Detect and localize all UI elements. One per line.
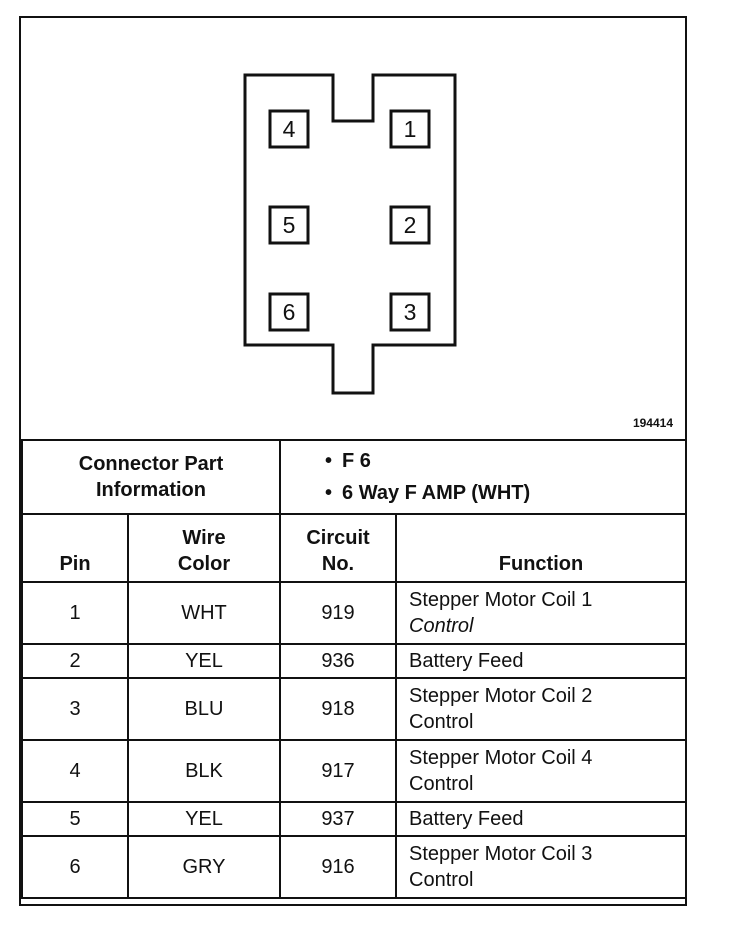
header-circuit: Circuit No. bbox=[279, 513, 397, 583]
cell-wire-color: BLU bbox=[127, 677, 281, 741]
pin-label-4: 4 bbox=[282, 116, 296, 142]
cell-circuit: 918 bbox=[279, 677, 397, 741]
table-row: 1 WHT 919 Stepper Motor Coil 1 Control bbox=[21, 581, 688, 645]
table-row: 6 GRY 916 Stepper Motor Coil 3 Control bbox=[21, 835, 688, 899]
cell-circuit: 919 bbox=[279, 581, 397, 645]
connector-outline-icon bbox=[243, 73, 457, 395]
pin-label-2: 2 bbox=[403, 212, 417, 238]
cell-function: Stepper Motor Coil 2 Control bbox=[394, 677, 688, 741]
cell-function: Stepper Motor Coil 4 Control bbox=[394, 739, 688, 803]
pin-box-4 bbox=[268, 109, 310, 149]
connector-info-label: Connector Part Information bbox=[21, 439, 281, 515]
cell-wire-color: WHT bbox=[127, 581, 281, 645]
cell-function: Stepper Motor Coil 3 Control bbox=[394, 835, 688, 899]
cell-wire-color: YEL bbox=[127, 643, 281, 679]
table-row: 5 YEL 937 Battery Feed bbox=[21, 801, 688, 837]
header-wire-color: Wire Color bbox=[127, 513, 281, 583]
cell-pin: 4 bbox=[21, 739, 129, 803]
table-header-row: Pin Wire Color Circuit No. Function bbox=[21, 513, 688, 583]
cell-circuit: 917 bbox=[279, 739, 397, 803]
cell-pin: 2 bbox=[21, 643, 129, 679]
pin-box-6 bbox=[268, 292, 310, 332]
header-pin: Pin bbox=[21, 513, 129, 583]
pin-label-5: 5 bbox=[282, 212, 296, 238]
pin-label-6: 6 bbox=[282, 299, 296, 325]
pin-box-1 bbox=[389, 109, 431, 149]
pin-box-3 bbox=[389, 292, 431, 332]
pin-label-3: 3 bbox=[403, 299, 417, 325]
table-row: 4 BLK 917 Stepper Motor Coil 4 Control bbox=[21, 739, 688, 803]
connector-info-row: Connector Part Information F 6 6 Way F A… bbox=[21, 439, 688, 515]
cell-pin: 3 bbox=[21, 677, 129, 741]
connector-info-item: F 6 bbox=[325, 445, 685, 477]
connector-table: Connector Part Information F 6 6 Way F A… bbox=[21, 439, 688, 899]
table-row: 3 BLU 918 Stepper Motor Coil 2 Control bbox=[21, 677, 688, 741]
cell-circuit: 937 bbox=[279, 801, 397, 837]
cell-pin: 1 bbox=[21, 581, 129, 645]
cell-circuit: 916 bbox=[279, 835, 397, 899]
cell-pin: 5 bbox=[21, 801, 129, 837]
pin-label-1: 1 bbox=[403, 116, 417, 142]
cell-circuit: 936 bbox=[279, 643, 397, 679]
cell-pin: 6 bbox=[21, 835, 129, 899]
cell-wire-color: GRY bbox=[127, 835, 281, 899]
cell-wire-color: YEL bbox=[127, 801, 281, 837]
table-row: 2 YEL 936 Battery Feed bbox=[21, 643, 688, 679]
cell-wire-color: BLK bbox=[127, 739, 281, 803]
connector-diagram: 4 5 6 1 2 3 194414 bbox=[21, 18, 685, 439]
cell-function: Battery Feed bbox=[394, 643, 688, 679]
connector-info-item: 6 Way F AMP (WHT) bbox=[325, 477, 685, 509]
connector-info-list: F 6 6 Way F AMP (WHT) bbox=[278, 439, 688, 515]
pin-box-5 bbox=[268, 205, 310, 245]
header-function: Function bbox=[394, 513, 688, 583]
figure-number: 194414 bbox=[632, 416, 673, 430]
cell-function: Battery Feed bbox=[394, 801, 688, 837]
document-frame: 4 5 6 1 2 3 194414 Connector Part Inform… bbox=[19, 16, 688, 906]
pin-box-2 bbox=[389, 205, 431, 245]
cell-function: Stepper Motor Coil 1 Control bbox=[394, 581, 688, 645]
